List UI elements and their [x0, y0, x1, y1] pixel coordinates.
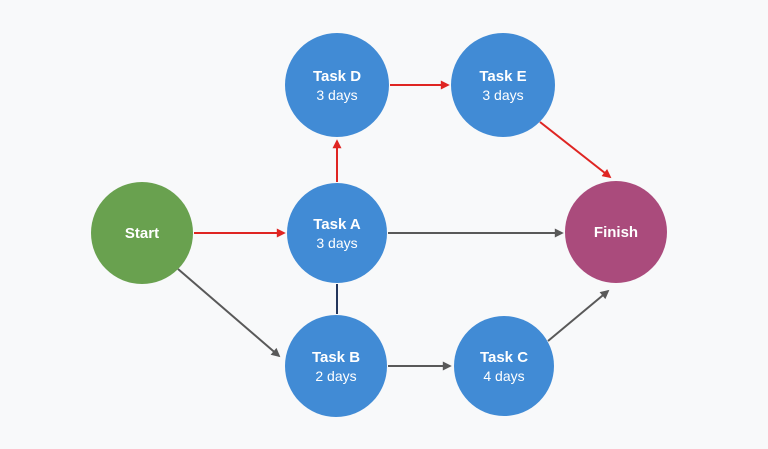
edge-task-c-to-finish[interactable] — [547, 289, 610, 342]
node-circle-finish[interactable] — [565, 181, 667, 283]
edge-start-to-task-b[interactable] — [177, 268, 281, 358]
node-sublabel-task-d: 3 days — [316, 87, 357, 103]
node-task-e[interactable]: Task E 3 days — [451, 33, 555, 137]
edges-layer — [177, 80, 612, 371]
node-circle-start[interactable] — [91, 182, 193, 284]
node-sublabel-task-b: 2 days — [315, 368, 356, 384]
edge-task-e-to-finish[interactable] — [539, 121, 612, 179]
node-label-task-d: Task D — [313, 68, 361, 85]
node-task-c[interactable]: Task C 4 days — [454, 316, 554, 416]
node-label-finish: Finish — [594, 224, 638, 241]
node-label-task-a: Task A — [313, 216, 361, 233]
node-label-task-c: Task C — [480, 349, 528, 366]
node-circle-task-e[interactable] — [451, 33, 555, 137]
node-label-task-b: Task B — [312, 349, 360, 366]
node-task-a[interactable]: Task A 3 days — [287, 183, 387, 283]
node-sublabel-task-e: 3 days — [482, 87, 523, 103]
node-start[interactable]: Start — [91, 182, 193, 284]
node-circle-task-d[interactable] — [285, 33, 389, 137]
node-circle-task-a[interactable] — [287, 183, 387, 283]
node-circle-task-b[interactable] — [285, 315, 387, 417]
node-task-d[interactable]: Task D 3 days — [285, 33, 389, 137]
node-sublabel-task-c: 4 days — [483, 368, 524, 384]
node-finish[interactable]: Finish — [565, 181, 667, 283]
node-circle-task-c[interactable] — [454, 316, 554, 416]
node-label-start: Start — [125, 225, 159, 242]
node-task-b[interactable]: Task B 2 days — [285, 315, 387, 417]
node-sublabel-task-a: 3 days — [316, 235, 357, 251]
node-label-task-e: Task E — [479, 68, 526, 85]
